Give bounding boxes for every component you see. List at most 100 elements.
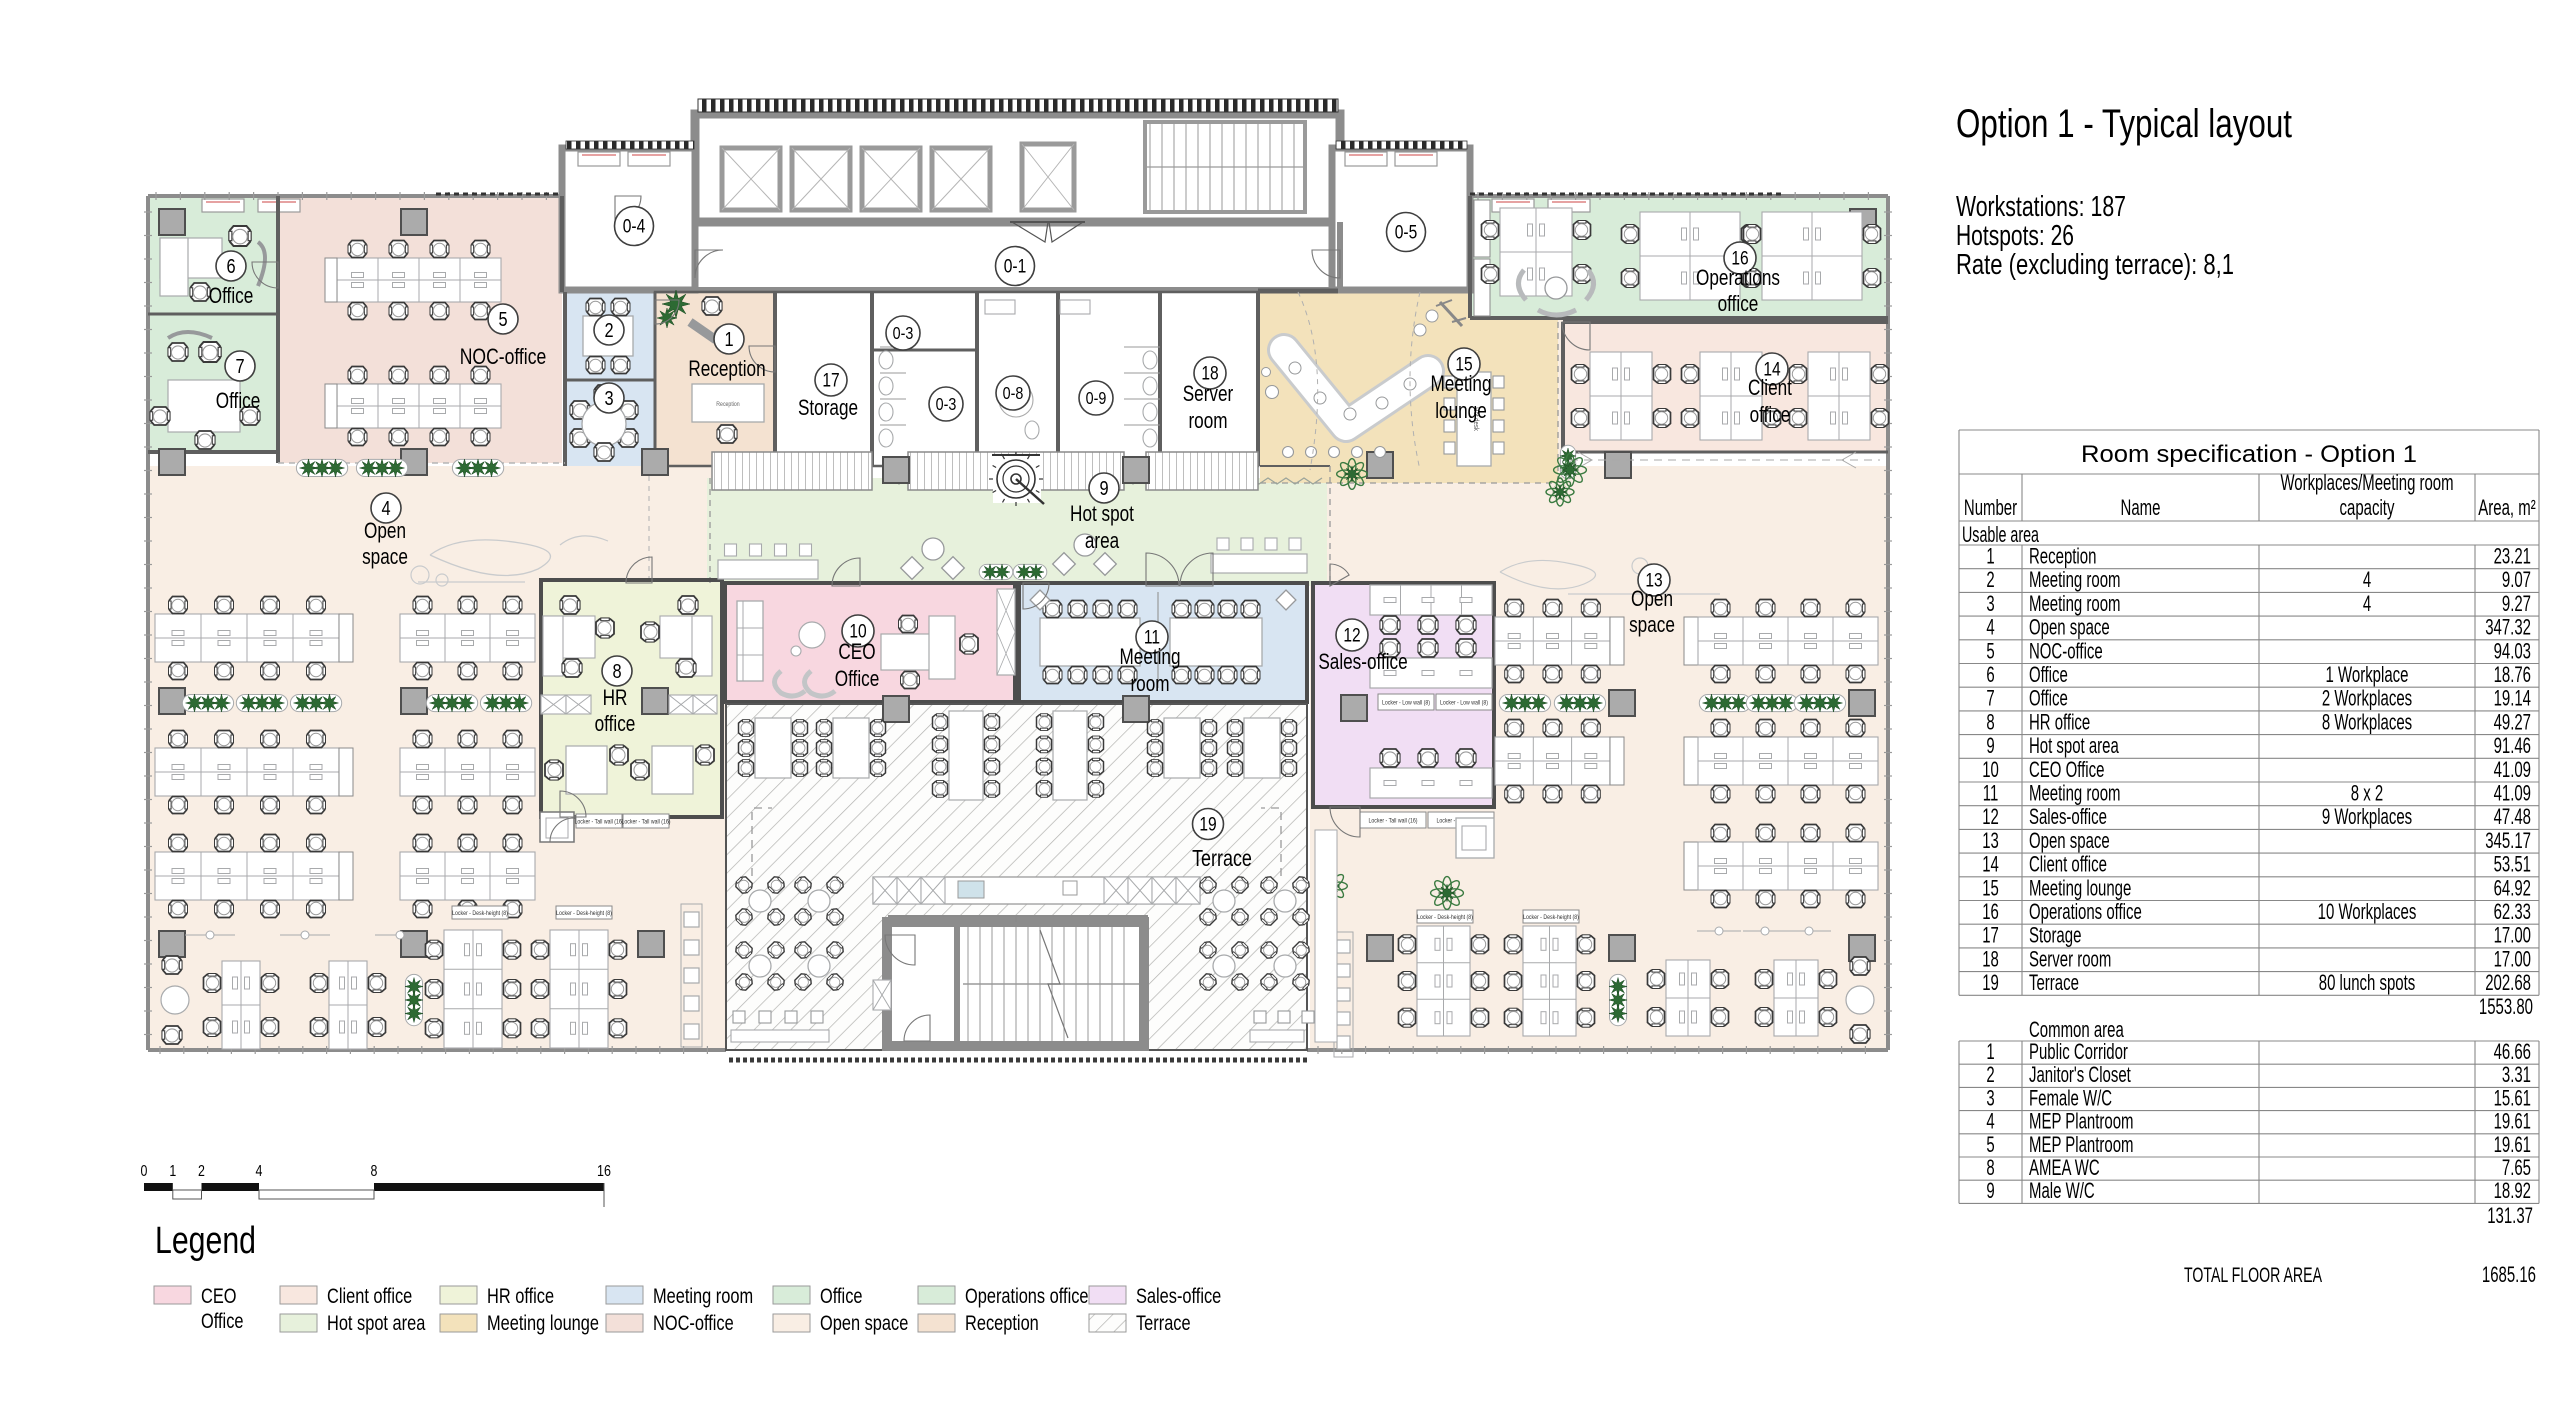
svg-text:Meeting: Meeting [1120,644,1181,669]
svg-text:16: 16 [1731,249,1748,270]
svg-text:Sales-office: Sales-office [1136,1285,1221,1308]
svg-text:Female W/C: Female W/C [2029,1085,2112,1110]
svg-text:Open space: Open space [820,1312,908,1335]
svg-text:space: space [1629,612,1675,637]
svg-text:18.92: 18.92 [2494,1178,2531,1203]
svg-text:Server room: Server room [2029,946,2111,971]
svg-text:1: 1 [1986,544,1994,569]
svg-text:HR office: HR office [2029,709,2090,734]
svg-text:16: 16 [597,1163,611,1180]
svg-text:62.33: 62.33 [2494,899,2531,924]
svg-text:2: 2 [1986,567,1994,592]
svg-text:Office: Office [820,1285,863,1308]
svg-text:NOC-office: NOC-office [653,1312,734,1335]
svg-text:capacity: capacity [2340,495,2395,520]
svg-text:10: 10 [849,622,866,643]
svg-text:9.27: 9.27 [2502,591,2531,616]
svg-text:space: space [362,544,408,569]
svg-text:202.68: 202.68 [2485,970,2531,995]
svg-text:Open: Open [364,518,406,543]
svg-text:9.07: 9.07 [2502,567,2531,592]
svg-text:Meeting room: Meeting room [2029,567,2121,592]
svg-text:Option 1 - Typical layout: Option 1 - Typical layout [1956,102,2292,146]
svg-text:Workplaces/Meeting room: Workplaces/Meeting room [2281,470,2454,495]
svg-text:5: 5 [498,309,507,331]
svg-text:Meeting room: Meeting room [2029,781,2121,806]
svg-text:NOC-office: NOC-office [460,344,547,369]
svg-text:Sales-office: Sales-office [1318,649,1407,674]
svg-text:1: 1 [169,1163,176,1180]
svg-text:46.66: 46.66 [2494,1039,2531,1064]
svg-text:3: 3 [1986,591,1994,616]
svg-text:12: 12 [1343,626,1360,647]
svg-text:8: 8 [1986,1155,1994,1180]
svg-text:53.51: 53.51 [2494,852,2531,877]
svg-text:Legend: Legend [155,1220,256,1262]
svg-text:23.21: 23.21 [2494,544,2531,569]
svg-text:19: 19 [1199,815,1216,836]
svg-text:CEO Office: CEO Office [2029,757,2104,782]
svg-text:10: 10 [1982,757,1999,782]
svg-text:11: 11 [1144,628,1160,649]
svg-text:3.31: 3.31 [2502,1062,2531,1087]
svg-text:Locker - Tall wall (16): Locker - Tall wall (16) [1369,818,1418,825]
svg-text:Meeting lounge: Meeting lounge [487,1312,599,1335]
svg-text:Operations office: Operations office [965,1285,1089,1308]
svg-text:Office: Office [216,388,261,413]
svg-text:18.76: 18.76 [2494,662,2531,687]
svg-text:14: 14 [1982,852,1999,877]
svg-text:8: 8 [612,661,621,683]
svg-text:17.00: 17.00 [2494,946,2531,971]
svg-text:Locker - Tall wall (16): Locker - Tall wall (16) [622,819,671,826]
svg-text:office: office [1718,291,1759,316]
svg-text:6: 6 [1986,662,1994,687]
svg-text:Locker - Low wall (8): Locker - Low wall (8) [1440,700,1488,707]
svg-text:Open: Open [1631,586,1673,611]
svg-text:347.32: 347.32 [2485,615,2531,640]
svg-text:0-3: 0-3 [936,394,957,414]
svg-text:7: 7 [1986,686,1994,711]
svg-text:8: 8 [371,1163,378,1180]
svg-text:Locker - Desk-height (8): Locker - Desk-height (8) [556,910,612,917]
svg-text:12: 12 [1982,804,1999,829]
svg-text:17.00: 17.00 [2494,923,2531,948]
svg-text:Client office: Client office [2029,852,2107,877]
svg-text:2: 2 [1986,1062,1994,1087]
svg-text:41.09: 41.09 [2494,781,2531,806]
svg-text:TOTAL FLOOR AREA: TOTAL FLOOR AREA [2184,1264,2322,1287]
svg-text:4: 4 [2363,591,2371,616]
svg-text:4: 4 [381,498,390,520]
svg-text:Meeting room: Meeting room [653,1285,753,1308]
svg-text:Meeting lounge: Meeting lounge [2029,875,2131,900]
svg-text:18: 18 [1201,364,1218,385]
svg-text:Janitor's Closet: Janitor's Closet [2029,1062,2131,1087]
svg-text:office: office [595,711,636,736]
svg-text:Reception: Reception [2029,544,2096,569]
svg-text:MEP Plantroom: MEP Plantroom [2029,1132,2134,1157]
svg-text:Reception: Reception [688,356,765,381]
svg-text:18: 18 [1982,946,1999,971]
svg-text:0: 0 [141,1163,148,1180]
svg-text:1: 1 [1986,1039,1994,1064]
svg-text:94.03: 94.03 [2494,638,2531,663]
svg-text:Office: Office [835,666,880,691]
svg-text:19: 19 [1982,970,1999,995]
svg-text:Hot spot: Hot spot [1070,501,1134,526]
svg-text:9: 9 [1986,733,1994,758]
svg-text:HR: HR [603,685,628,710]
svg-text:15: 15 [1455,355,1472,376]
svg-text:Storage: Storage [798,395,858,420]
svg-text:Locker - Desk-height (8): Locker - Desk-height (8) [1417,914,1473,921]
svg-text:5: 5 [1986,1132,1994,1157]
svg-text:Locker - Tall wall (16): Locker - Tall wall (16) [575,819,624,826]
svg-text:NOC-office: NOC-office [2029,638,2103,663]
svg-text:131.37: 131.37 [2487,1203,2533,1228]
svg-text:Office: Office [209,283,254,308]
svg-text:Locker - Low wall (8): Locker - Low wall (8) [1382,700,1430,707]
svg-text:2 Workplaces: 2 Workplaces [2322,686,2412,711]
svg-text:Hot spot area: Hot spot area [2029,733,2119,758]
svg-text:4: 4 [256,1163,263,1180]
svg-text:Locker - Desk-height (8): Locker - Desk-height (8) [1523,914,1579,921]
svg-text:0-3: 0-3 [893,323,914,343]
svg-text:7: 7 [235,356,244,378]
